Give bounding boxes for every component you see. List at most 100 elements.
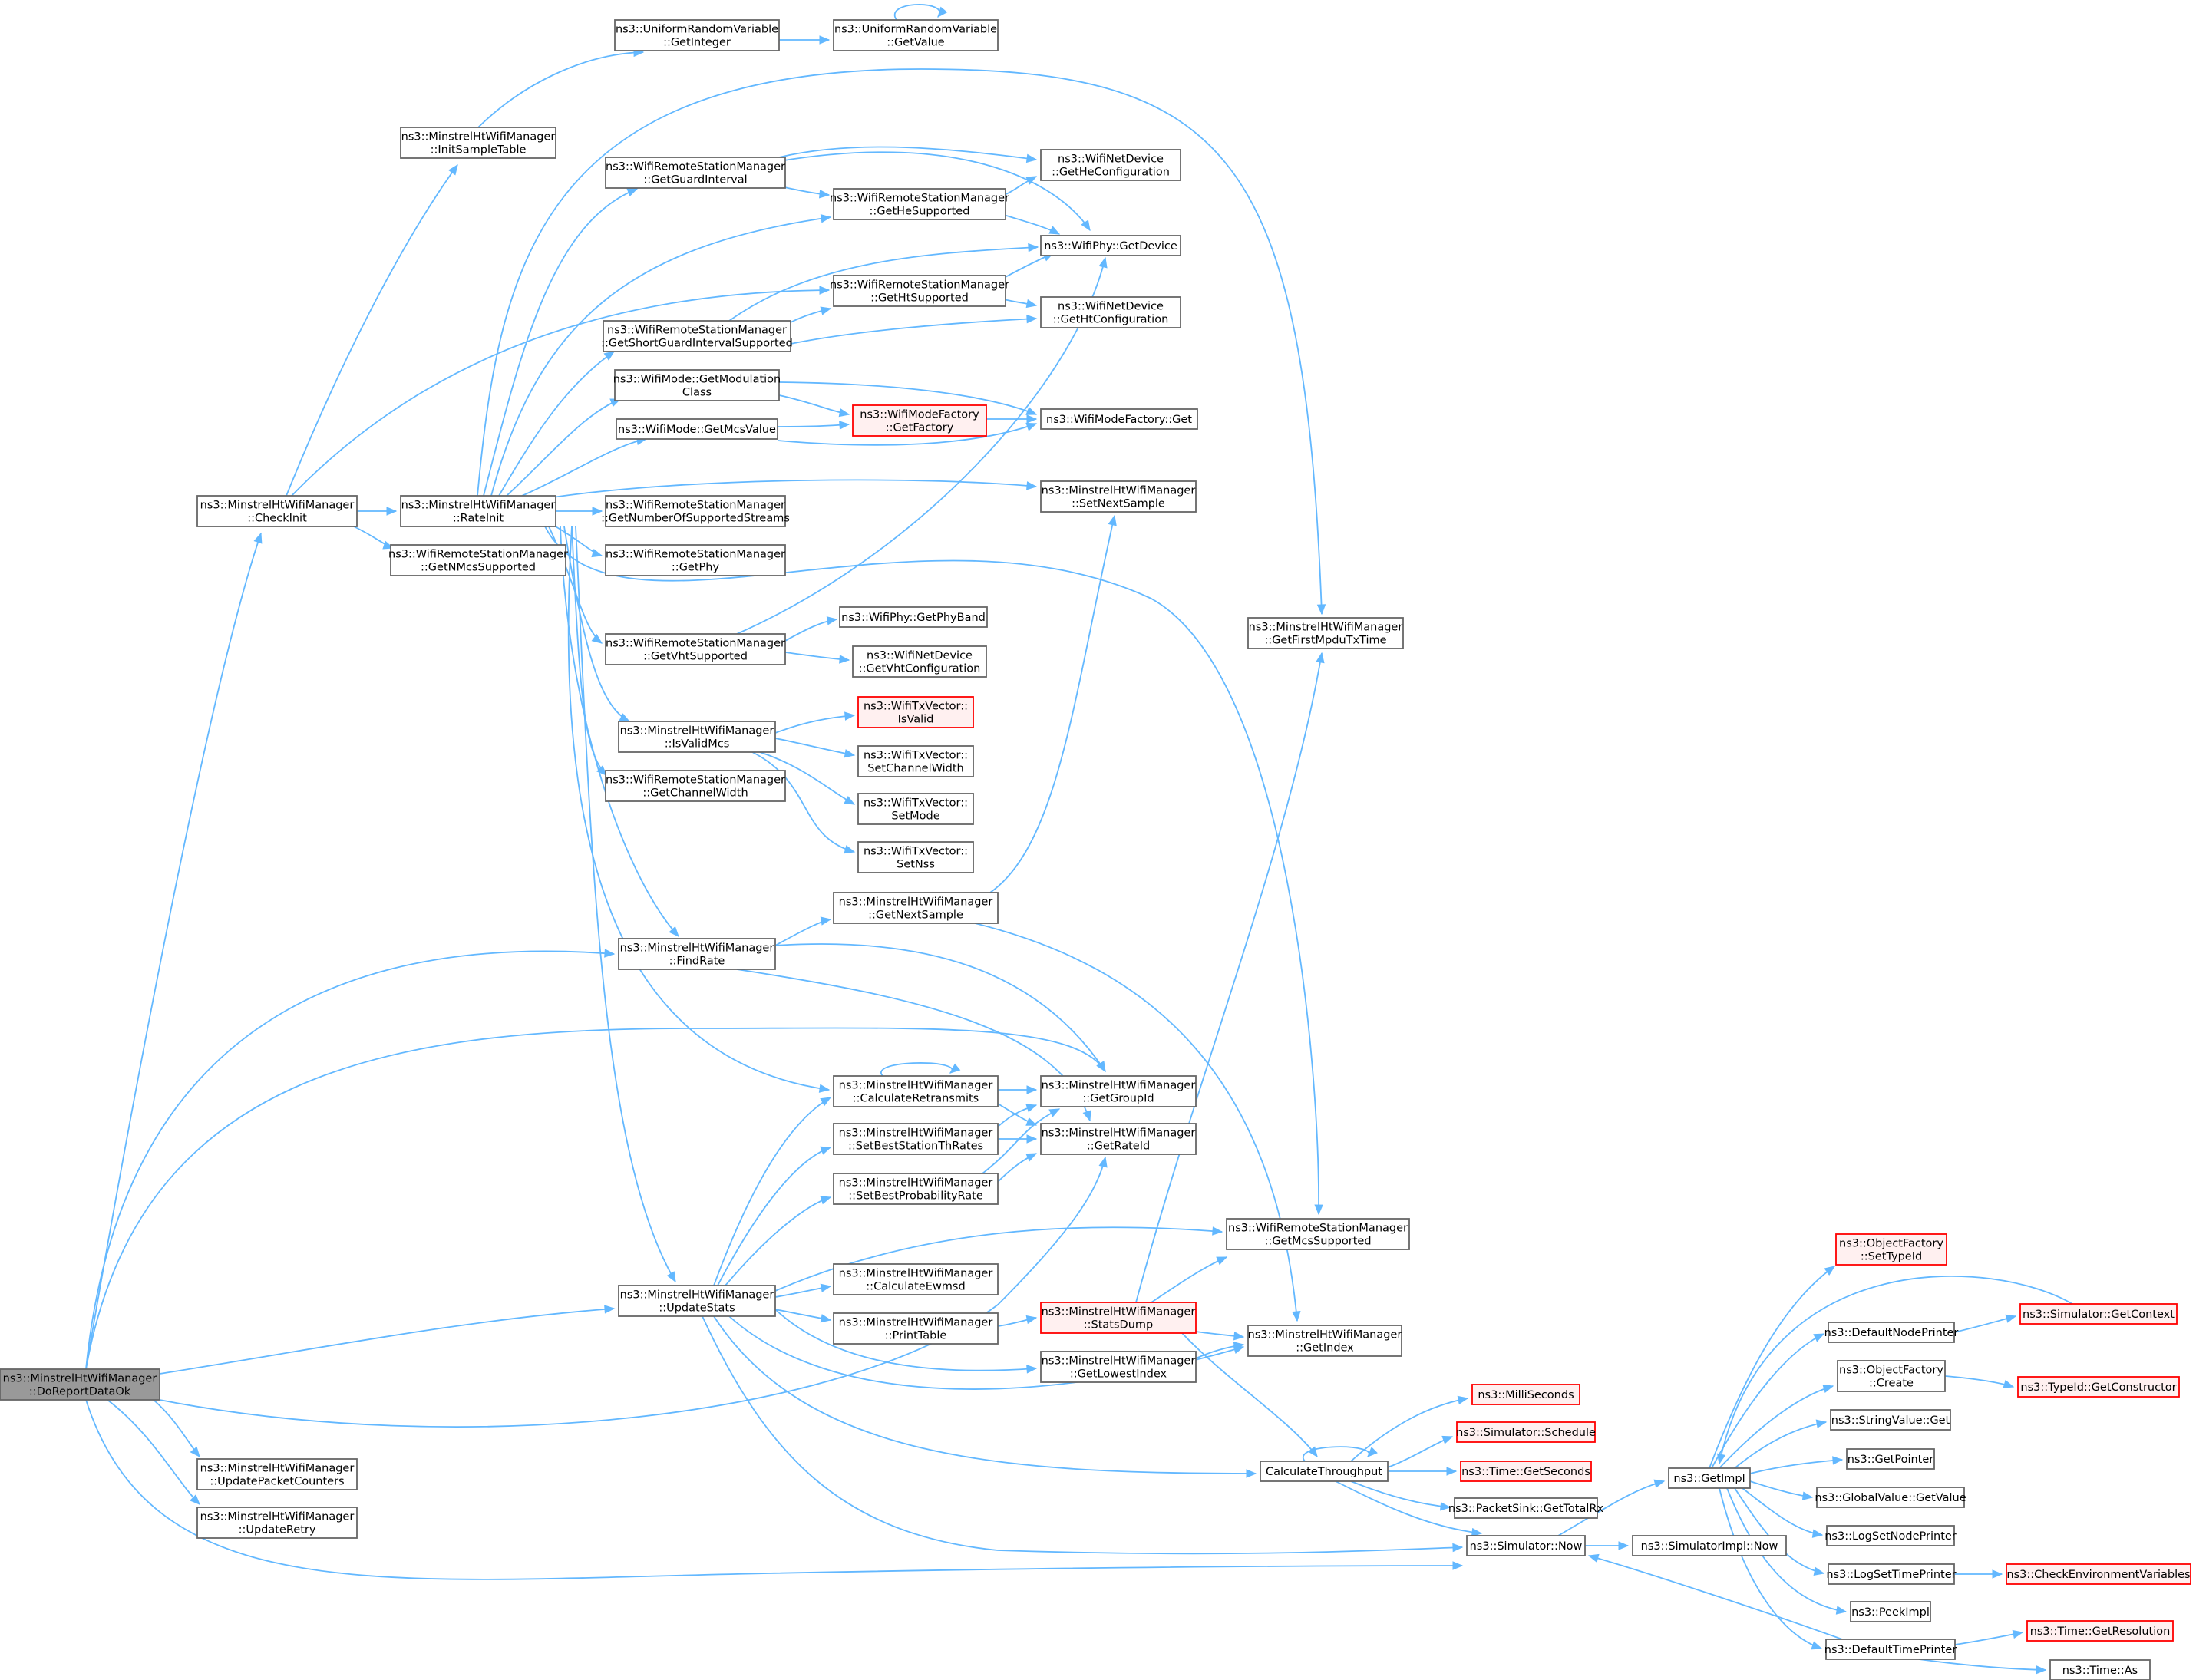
node-label: ::SetTypeId	[1861, 1251, 1922, 1263]
node-getfirstmpdu[interactable]: ns3::MinstrelHtWifiManager::GetFirstMpdu…	[1247, 617, 1404, 649]
node-calcewmsd[interactable]: ns3::MinstrelHtWifiManager::CalculateEwm…	[833, 1263, 999, 1295]
node-setnss[interactable]: ns3::WifiTxVector::SetNss	[857, 841, 974, 873]
node-getindex[interactable]: ns3::MinstrelHtWifiManager::GetIndex	[1247, 1325, 1402, 1357]
node-getphy[interactable]: ns3::WifiRemoteStationManager::GetPhy	[605, 544, 786, 576]
node-txisvalid[interactable]: ns3::WifiTxVector::IsValid	[857, 696, 974, 728]
edge-updatestats-to-setbestth	[717, 1146, 832, 1286]
node-calcretrans[interactable]: ns3::MinstrelHtWifiManager::CalculateRet…	[833, 1075, 999, 1107]
node-gethesup[interactable]: ns3::WifiRemoteStationManager::GetHeSupp…	[830, 188, 1009, 220]
node-getcontext[interactable]: ns3::Simulator::GetContext	[2019, 1303, 2178, 1325]
node-initsample[interactable]: ns3::MinstrelHtWifiManager::InitSampleTa…	[400, 127, 556, 159]
edge-isvalidmcs-to-setnss	[751, 751, 856, 854]
arrowhead-icon	[1316, 604, 1326, 616]
node-gettotalrx[interactable]: ns3::PacketSink::GetTotalRx	[1448, 1497, 1604, 1519]
node-label: ns3::WifiNetDevice	[1058, 153, 1164, 166]
node-printtable[interactable]: ns3::MinstrelHtWifiManager::PrintTable	[833, 1312, 999, 1345]
node-updatepkt[interactable]: ns3::MinstrelHtWifiManager::UpdatePacket…	[196, 1458, 358, 1490]
node-updateretry[interactable]: ns3::MinstrelHtWifiManager::UpdateRetry	[196, 1507, 358, 1539]
node-label: ns3::ObjectFactory	[1839, 1238, 1943, 1250]
node-gethtconf[interactable]: ns3::WifiNetDevice::GetHtConfiguration	[1040, 296, 1181, 328]
node-deftimeprinter[interactable]: ns3::DefaultTimePrinter	[1824, 1639, 1957, 1660]
node-getmcsvalue[interactable]: ns3::WifiMode::GetMcsValue	[616, 418, 778, 440]
node-gethtsup[interactable]: ns3::WifiRemoteStationManager::GetHtSupp…	[830, 275, 1009, 307]
node-getlowest[interactable]: ns3::MinstrelHtWifiManager::GetLowestInd…	[1040, 1351, 1197, 1383]
edge-line	[778, 381, 1037, 415]
node-getvhtconf[interactable]: ns3::WifiNetDevice::GetVhtConfiguration	[852, 645, 987, 678]
node-factoryget[interactable]: ns3::WifiModeFactory::Get	[1040, 408, 1198, 430]
node-updatestats[interactable]: ns3::MinstrelHtWifiManager::UpdateStats	[618, 1285, 776, 1317]
node-getchanwidth[interactable]: ns3::WifiRemoteStationManager::GetChanne…	[605, 770, 786, 802]
edge-doreport-to-simnow	[85, 1399, 1464, 1580]
node-timeas[interactable]: ns3::Time::As	[2049, 1659, 2151, 1680]
node-box	[196, 1458, 358, 1490]
edge-doreport-to-getrateid	[159, 1156, 1108, 1428]
node-calcthroughput[interactable]: CalculateThroughput	[1260, 1461, 1389, 1482]
node-findrate[interactable]: ns3::MinstrelHtWifiManager::FindRate	[618, 938, 776, 970]
arrowhead-icon	[1025, 1104, 1038, 1113]
node-getrateid[interactable]: ns3::MinstrelHtWifiManager::GetRateId	[1040, 1123, 1197, 1155]
node-isvalidmcs[interactable]: ns3::MinstrelHtWifiManager::IsValidMcs	[618, 721, 776, 753]
edge-getguard-to-gethesup	[784, 186, 831, 199]
node-getpointer[interactable]: ns3::GetPointer	[1846, 1448, 1935, 1470]
node-logsetnode[interactable]: ns3::LogSetNodePrinter	[1824, 1525, 1957, 1546]
node-stringvalueget[interactable]: ns3::StringValue::Get	[1830, 1409, 1951, 1431]
node-urvgetint[interactable]: ns3::UniformRandomVariable::GetInteger	[614, 19, 780, 51]
node-getphyband[interactable]: ns3::WifiPhy::GetPhyBand	[839, 606, 988, 628]
node-getheconf[interactable]: ns3::WifiNetDevice::GetHeConfiguration	[1040, 149, 1181, 181]
node-logsettime[interactable]: ns3::LogSetTimePrinter	[1826, 1563, 1957, 1585]
node-simimplnow[interactable]: ns3::SimulatorImpl::Now	[1632, 1535, 1787, 1556]
node-checkinit[interactable]: ns3::MinstrelHtWifiManager::CheckInit	[196, 495, 358, 527]
node-setnextsample[interactable]: ns3::MinstrelHtWifiManager::SetNextSampl…	[1040, 480, 1197, 513]
node-simnow[interactable]: ns3::Simulator::Now	[1466, 1535, 1586, 1556]
node-label: ns3::WifiNetDevice	[1058, 301, 1164, 313]
node-schedule[interactable]: ns3::Simulator::Schedule	[1456, 1421, 1596, 1443]
node-phygetdev[interactable]: ns3::WifiPhy::GetDevice	[1040, 235, 1181, 256]
node-getnextsample[interactable]: ns3::MinstrelHtWifiManager::GetNextSampl…	[833, 892, 999, 924]
node-label: ::CalculateEwmsd	[866, 1281, 965, 1293]
node-getvhtsup[interactable]: ns3::WifiRemoteStationManager::GetVhtSup…	[605, 633, 786, 665]
node-getseconds[interactable]: ns3::Time::GetSeconds	[1460, 1461, 1592, 1482]
node-globalgetvalue[interactable]: ns3::GlobalValue::GetValue	[1815, 1487, 1966, 1508]
node-getsgi[interactable]: ns3::WifiRemoteStationManager::GetShortG…	[601, 320, 793, 352]
node-peekimpl[interactable]: ns3::PeekImpl	[1850, 1601, 1931, 1622]
node-setmode[interactable]: ns3::WifiTxVector::SetMode	[857, 793, 974, 825]
node-statsdump[interactable]: ns3::MinstrelHtWifiManager::StatsDump	[1040, 1302, 1197, 1334]
node-milliseconds[interactable]: ns3::MilliSeconds	[1471, 1384, 1580, 1405]
node-getimpl[interactable]: ns3::GetImpl	[1668, 1467, 1751, 1489]
node-getmcssup[interactable]: ns3::WifiRemoteStationManager::GetMcsSup…	[1226, 1218, 1410, 1250]
node-getnmcs[interactable]: ns3::WifiRemoteStationManager::GetNMcsSu…	[388, 544, 568, 576]
node-settypeid[interactable]: ns3::ObjectFactory::SetTypeId	[1835, 1233, 1947, 1266]
node-label: ::GetFirstMpduTxTime	[1264, 635, 1386, 647]
node-label: ::GetRateId	[1087, 1140, 1150, 1153]
node-box	[1454, 1497, 1598, 1519]
node-getgroupid[interactable]: ns3::MinstrelHtWifiManager::GetGroupId	[1040, 1075, 1197, 1107]
edge-calcthroughput-to-simnow	[1335, 1480, 1483, 1537]
node-label: ns3::MinstrelHtWifiManager	[1042, 1127, 1196, 1140]
node-checkenv[interactable]: ns3::CheckEnvironmentVariables	[2006, 1563, 2191, 1585]
node-defnodeprinter[interactable]: ns3::DefaultNodePrinter	[1824, 1322, 1959, 1343]
node-ofcreate[interactable]: ns3::ObjectFactory::Create	[1837, 1360, 1946, 1392]
edge-rateinit-to-getnumstreams	[555, 507, 603, 516]
node-getfactory[interactable]: ns3::WifiModeFactory::GetFactory	[852, 404, 987, 437]
node-setbestprob[interactable]: ns3::MinstrelHtWifiManager::SetBestProba…	[833, 1173, 999, 1205]
node-urvgetval[interactable]: ns3::UniformRandomVariable::GetValue	[833, 19, 999, 51]
node-box	[605, 495, 786, 527]
node-getguard[interactable]: ns3::WifiRemoteStationManager::GetGuardI…	[605, 157, 786, 189]
node-getconstructor[interactable]: ns3::TypeId::GetConstructor	[2017, 1376, 2180, 1398]
node-setchanwidth[interactable]: ns3::WifiTxVector::SetChannelWidth	[857, 745, 974, 777]
edge-line	[291, 289, 830, 497]
node-getnumstreams[interactable]: ns3::WifiRemoteStationManager::GetNumber…	[601, 495, 790, 527]
node-doreport[interactable]: ns3::MinstrelHtWifiManager::DoReportData…	[0, 1368, 160, 1401]
node-box	[1668, 1467, 1751, 1489]
node-box	[1040, 296, 1181, 328]
arrowhead-icon	[1233, 1342, 1245, 1351]
node-getresolution[interactable]: ns3::Time::GetResolution	[2026, 1620, 2174, 1642]
node-rateinit[interactable]: ns3::MinstrelHtWifiManager::RateInit	[400, 495, 556, 527]
node-box	[1456, 1421, 1596, 1443]
edge-line	[702, 1315, 1463, 1555]
arrowhead-icon	[1212, 1226, 1223, 1236]
node-label: CalculateThroughput	[1266, 1466, 1382, 1478]
node-setbestth[interactable]: ns3::MinstrelHtWifiManager::SetBestStati…	[833, 1123, 999, 1155]
edge-line	[483, 188, 638, 497]
